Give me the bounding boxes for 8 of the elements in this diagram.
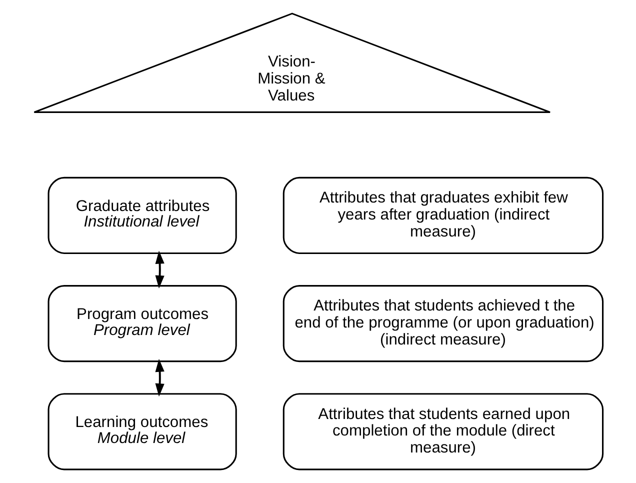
node-box: Program outcomes Program level <box>47 285 236 362</box>
arrow <box>154 358 164 397</box>
arrow <box>154 250 164 288</box>
node-box: Attributes that graduates exhibit few years after graduation (indirect measure) <box>282 176 604 254</box>
node-box: Graduate attributes Institutional level <box>47 176 236 254</box>
node-box: Attributes that students achieved t the end of the programme (or upon graduation) (indirect measure) <box>282 285 604 362</box>
node-box: Attributes that students earned upon completion of the module (direct measure) <box>282 393 604 470</box>
node-box: Learning outcomes Module level <box>47 393 236 470</box>
